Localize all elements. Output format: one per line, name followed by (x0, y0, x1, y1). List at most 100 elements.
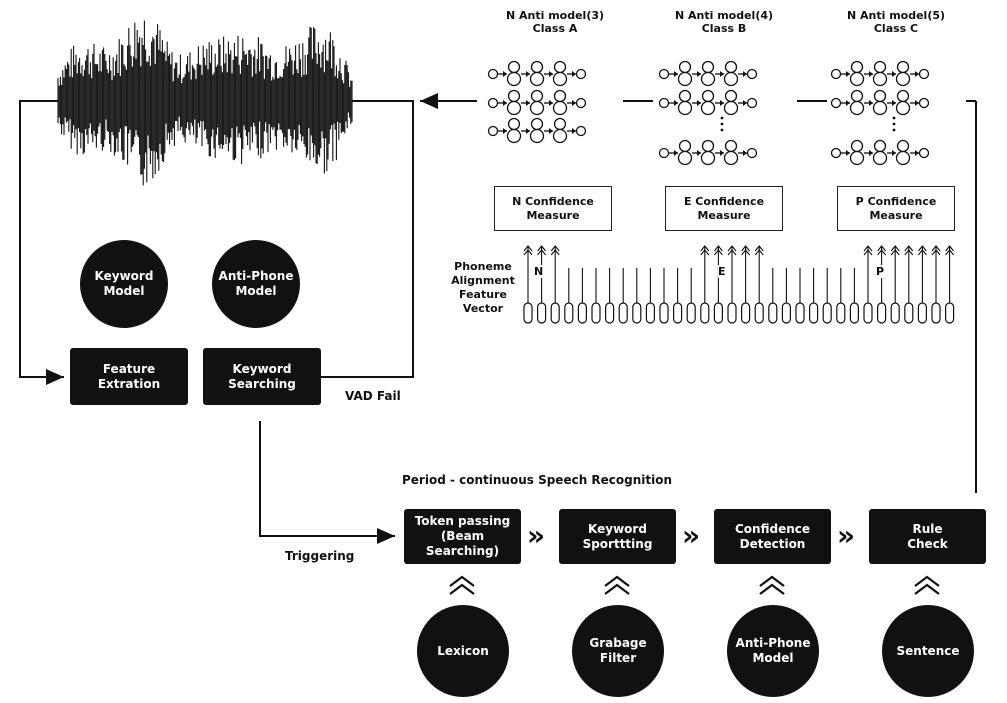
up-chevron-icon (604, 575, 630, 587)
hmm-state-top (507, 117, 521, 131)
feature-cell (768, 302, 778, 324)
hmm-state-top (896, 139, 910, 153)
feature-arrowhead (904, 245, 914, 252)
hmm-transition-arrowhead (697, 150, 701, 156)
anti-model-a-title: N Anti model(3) (505, 9, 605, 22)
feature-cell (700, 302, 710, 324)
hmm-state-bottom (849, 100, 865, 116)
hmm-state-top (873, 89, 887, 103)
pipeline-next-icon-2: » (682, 519, 701, 552)
feature-arrowhead (945, 249, 955, 256)
feature-arrowhead (713, 245, 723, 252)
hmm-transition-arrowhead (697, 100, 701, 106)
n-confidence-measure-box: N Confidence Measure (494, 186, 612, 231)
ellipsis-dot (892, 128, 896, 132)
hmm-state-bottom (723, 150, 739, 166)
vad-fail-label: VAD Fail (345, 389, 401, 403)
loop-left-connector (19, 100, 64, 385)
anti-phone-model-source-circle: Anti-Phone Model (727, 605, 819, 697)
feature-cell (863, 302, 873, 324)
hmm-end-node (918, 147, 930, 159)
hmm-start-node (830, 68, 842, 80)
ellipsis-dot (720, 122, 724, 126)
hmm-state-bottom (529, 71, 545, 87)
hmm-transition-arrowhead (846, 150, 850, 156)
feature-cell (604, 302, 615, 324)
anti-model-c-title: N Anti model(5) (846, 9, 946, 22)
hmm-state-bottom (872, 71, 888, 87)
triggering-connector (259, 421, 395, 544)
hmm-transition-arrowhead (526, 128, 530, 134)
hmm-state-bottom (552, 71, 568, 87)
hmm-transition-arrowhead (720, 100, 724, 106)
feature-cell (536, 302, 547, 324)
pipeline-next-icon-1: » (527, 519, 546, 552)
hmm-transition-arrowhead (503, 128, 507, 134)
hmm-start-node (658, 147, 670, 159)
feature-cell (836, 302, 846, 324)
anti-model-b-header: N Anti model(4) Class B (654, 9, 794, 35)
hmm-start-node (658, 68, 670, 80)
feature-cell (577, 302, 588, 324)
feature-arrowhead (700, 249, 710, 256)
feature-arrowhead (713, 249, 723, 256)
lexicon-circle: Lexicon (417, 605, 509, 697)
hmm-state-top (896, 89, 910, 103)
hmm-transition-arrowhead (892, 150, 896, 156)
feature-arrowhead (754, 249, 764, 256)
hmm-state-top (873, 60, 887, 74)
feature-cell (564, 302, 574, 324)
hmm-state-bottom (506, 128, 522, 144)
waveform-trace (57, 20, 353, 186)
hmm-state-top (678, 60, 692, 74)
hmm-transition-arrowhead (915, 100, 919, 106)
up-chevron-icon (914, 575, 940, 587)
feature-arrowhead (863, 245, 873, 252)
hmm-end-node (575, 125, 587, 137)
feature-cell (645, 302, 656, 324)
feature-arrowhead (877, 249, 887, 256)
rule-check-box: Rule Check (869, 509, 986, 564)
feature-cell (917, 302, 928, 324)
hmm-transition-arrowhead (572, 128, 576, 134)
pipeline-next-icon-3: » (837, 519, 856, 552)
hmm-state-bottom (872, 150, 888, 166)
hmm-end-node (746, 68, 758, 80)
hmm-state-bottom (723, 100, 739, 116)
feature-arrowhead (700, 245, 710, 252)
hmm-state-bottom (849, 71, 865, 87)
feature-arrowhead (931, 249, 941, 256)
feature-arrowhead (550, 249, 560, 256)
ellipsis-dot (720, 116, 724, 120)
feature-cell (904, 302, 914, 324)
hmm-transition-arrowhead (720, 150, 724, 156)
hmm-state-top (507, 60, 521, 74)
feature-arrowhead (917, 245, 927, 252)
audio-waveform (57, 20, 353, 186)
feature-arrowhead (727, 249, 737, 256)
hmm-end-node (575, 68, 587, 80)
hmm-start-node (487, 125, 499, 137)
hmm-state-bottom (895, 150, 911, 166)
hmm-transition-arrowhead (549, 71, 553, 77)
hmm-state-top (678, 139, 692, 153)
hmm-state-bottom (895, 71, 911, 87)
feature-arrowhead (890, 249, 900, 256)
feature-cell (713, 302, 724, 324)
hmm-transition-arrowhead (674, 71, 678, 77)
hmm-transition-arrowhead (503, 71, 507, 77)
hmm-transition-arrowhead (572, 71, 576, 77)
anti-model-graphs (487, 60, 930, 166)
hmm-state-bottom (552, 100, 568, 116)
hmm-state-top (530, 60, 544, 74)
hmm-state-top (553, 117, 567, 131)
anti-phone-model-circle: Anti-Phone Model (212, 240, 300, 328)
feature-arrowhead (877, 245, 887, 252)
feature-cell (727, 302, 737, 324)
hmm-transition-arrowhead (892, 71, 896, 77)
feature-arrowhead (537, 249, 547, 256)
feature-arrowhead (523, 245, 533, 252)
up-chevron-icon (604, 583, 630, 595)
hmm-transition-arrowhead (869, 100, 873, 106)
hmm-state-bottom (677, 150, 693, 166)
